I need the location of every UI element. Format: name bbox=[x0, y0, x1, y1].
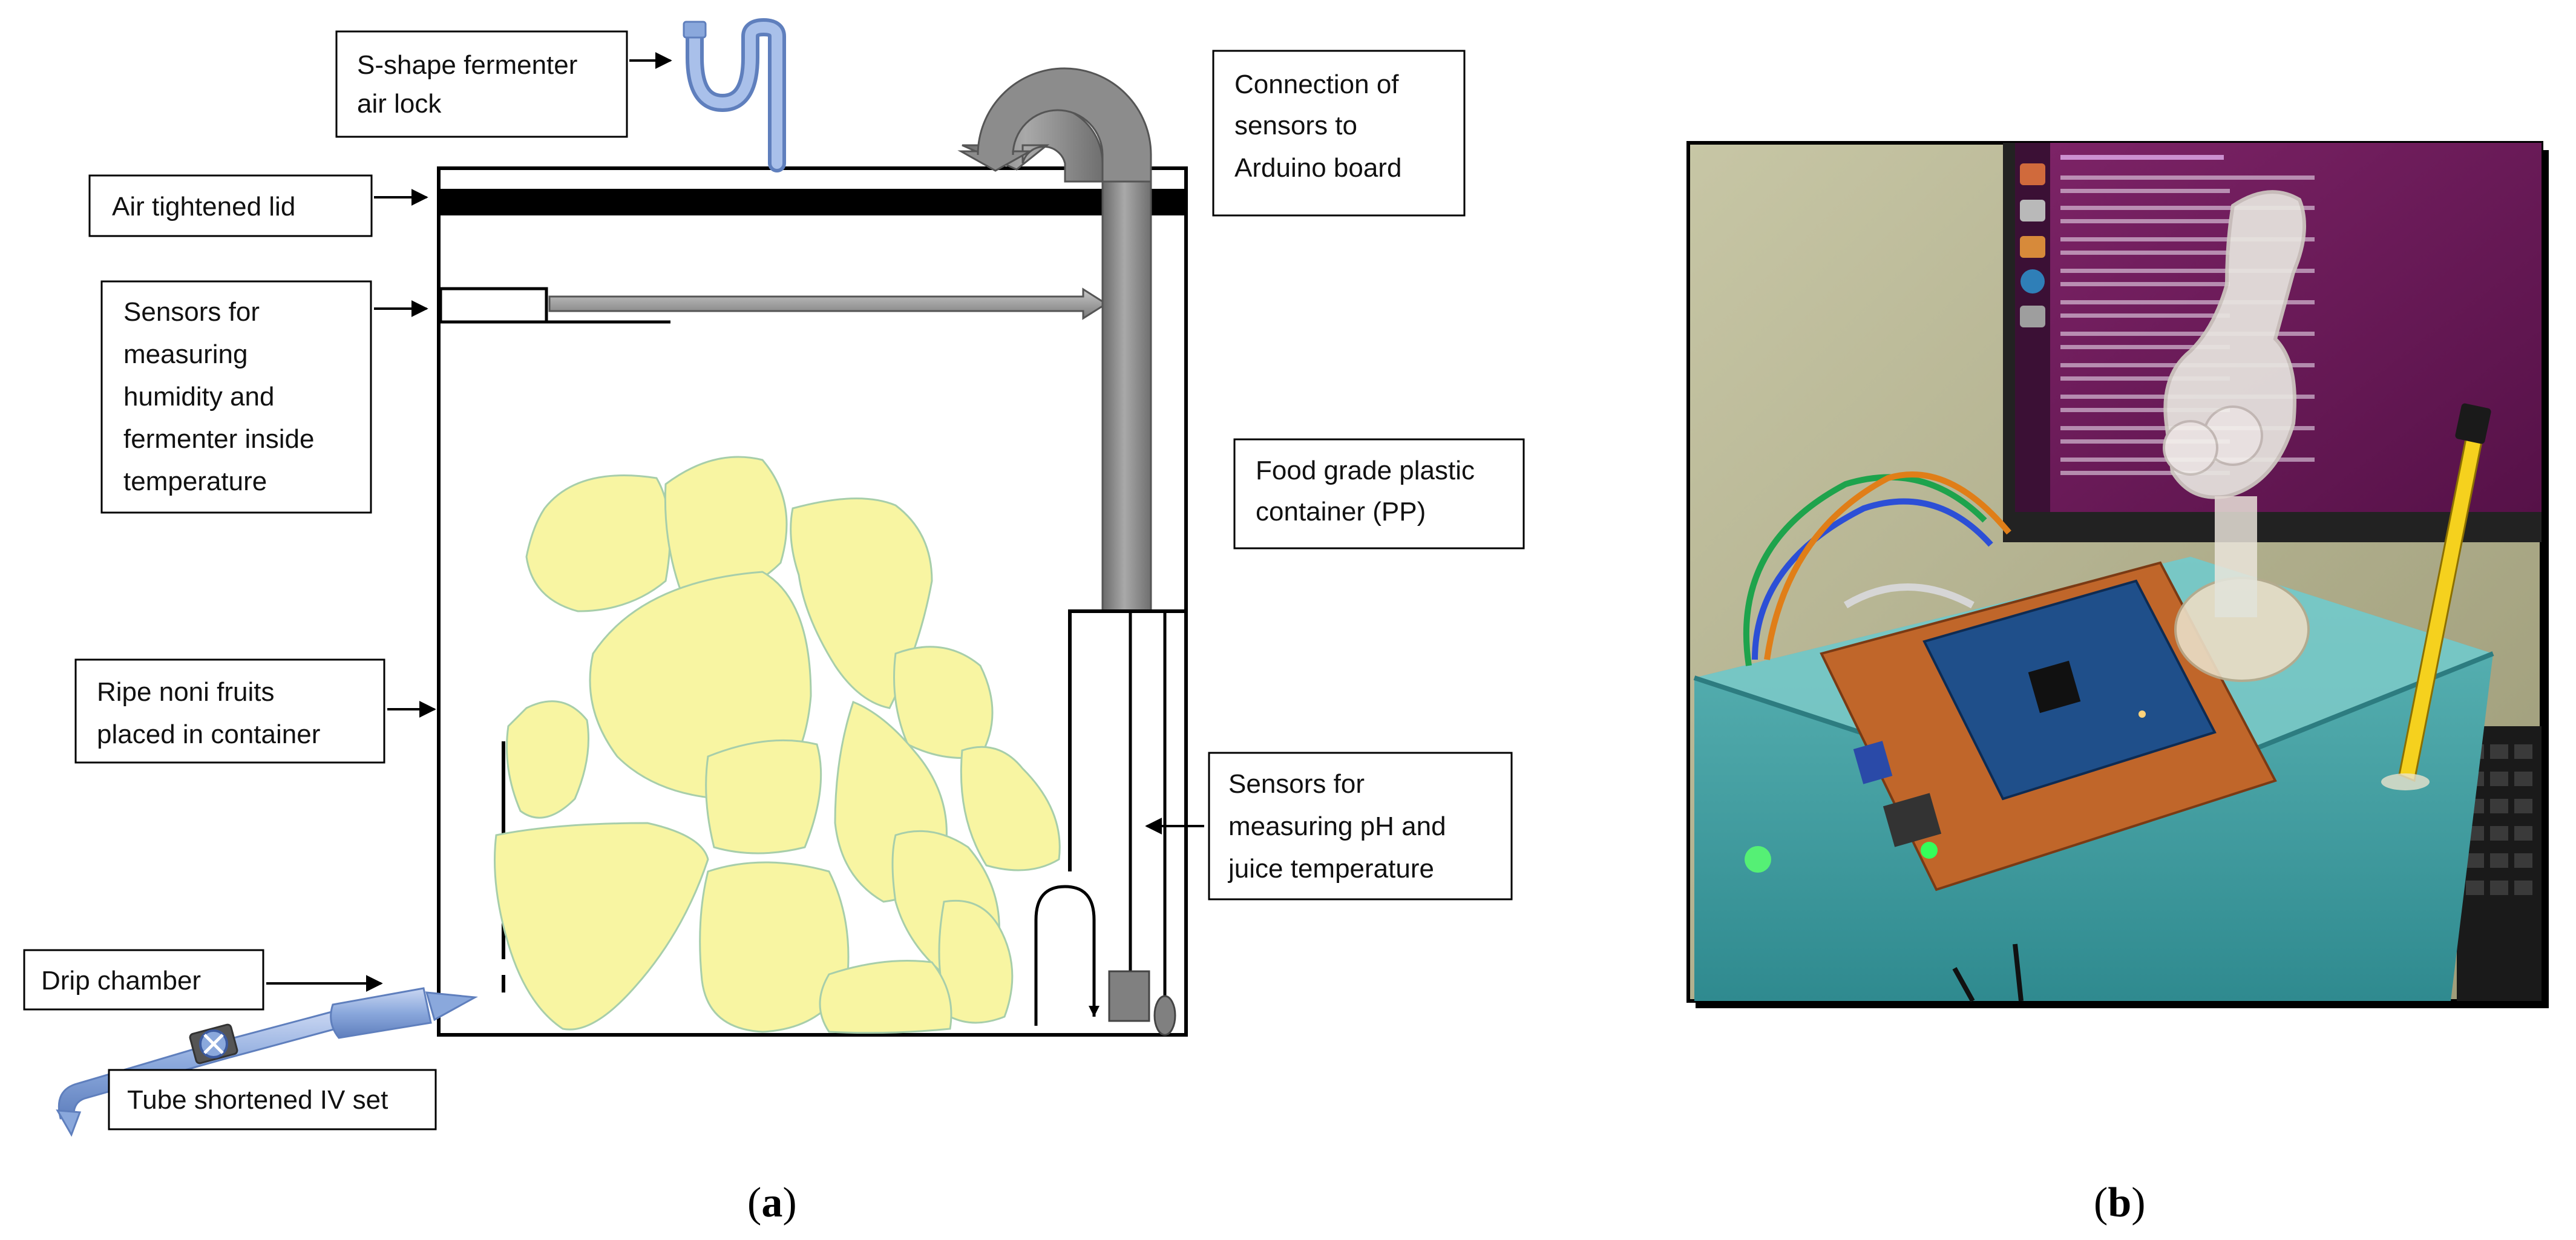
drip-text: Drip chamber bbox=[41, 966, 201, 996]
fruits-line-1: Ripe noni fruits bbox=[97, 677, 274, 707]
tube-text: Tube shortened IV set bbox=[127, 1085, 388, 1115]
airlock-line-2: air lock bbox=[357, 89, 442, 119]
label-ph-sensors: Sensors for measuring pH and juice tempe… bbox=[1208, 752, 1513, 900]
connection-line-1: Connection of bbox=[1234, 70, 1399, 99]
svg-text:Food grade plastic: Food grade plastic bbox=[1256, 456, 1475, 485]
humidity-line-1: Sensors for bbox=[123, 297, 260, 327]
label-connection: Connection of sensors to Arduino board bbox=[1212, 50, 1466, 217]
svg-text:placed in container: placed in container bbox=[97, 720, 320, 749]
photo-airlock bbox=[2163, 190, 2310, 682]
label-fruits: Ripe noni fruits placed in container bbox=[74, 658, 385, 764]
panel-b: (b) bbox=[1686, 141, 2549, 1226]
svg-text:container (PP): container (PP) bbox=[1256, 497, 1426, 527]
label-tube: Tube shortened IV set bbox=[108, 1069, 437, 1130]
humidity-line-5: temperature bbox=[123, 467, 267, 496]
ph-sensor-assembly bbox=[1034, 609, 1186, 1036]
label-container: Food grade plastic container (PP) bbox=[1233, 438, 1525, 549]
svg-text:Ripe noni fruits: Ripe noni fruits bbox=[97, 677, 274, 707]
svg-text:Sensors for: Sensors for bbox=[123, 297, 260, 327]
caption-a-letter: a bbox=[761, 1179, 782, 1226]
plastic-container bbox=[437, 166, 1188, 1037]
svg-text:air lock: air lock bbox=[357, 89, 442, 119]
photo-probe bbox=[2381, 403, 2491, 790]
connection-arrow bbox=[957, 67, 1152, 183]
lid-text: Air tightened lid bbox=[112, 192, 295, 221]
svg-text:Sensors for: Sensors for bbox=[1228, 769, 1365, 799]
connection-line-2: sensors to bbox=[1234, 111, 1357, 140]
label-lid: Air tightened lid bbox=[88, 174, 373, 237]
svg-text:measuring: measuring bbox=[123, 340, 247, 369]
caption-b-close: ) bbox=[2131, 1179, 2145, 1226]
humidity-line-4: fermenter inside bbox=[123, 424, 314, 454]
svg-text:S-shape fermenter: S-shape fermenter bbox=[357, 50, 577, 80]
airlock-line-1: S-shape fermenter bbox=[357, 50, 577, 80]
photo-fermenter-setup bbox=[1686, 141, 2543, 1003]
container-line-1: Food grade plastic bbox=[1256, 456, 1475, 485]
airlock-icon bbox=[683, 18, 786, 172]
humidity-line-2: measuring bbox=[123, 340, 247, 369]
caption-b-open: ( bbox=[2094, 1179, 2108, 1226]
label-airlock: S-shape fermenter air lock bbox=[335, 30, 628, 138]
caption-a-close: ) bbox=[782, 1179, 796, 1226]
svg-text:measuring pH and: measuring pH and bbox=[1228, 812, 1446, 841]
svg-text:humidity and: humidity and bbox=[123, 382, 274, 412]
caption-a-open: ( bbox=[747, 1179, 761, 1226]
caption-b-letter: b bbox=[2108, 1179, 2131, 1226]
ph-line-1: Sensors for bbox=[1228, 769, 1365, 799]
svg-text:sensors to: sensors to bbox=[1234, 111, 1357, 140]
svg-text:juice temperature: juice temperature bbox=[1227, 854, 1434, 884]
noni-fruits bbox=[494, 456, 1061, 1034]
panel-a: S-shape fermenter air lock Air tightened… bbox=[23, 18, 1525, 1226]
label-drip: Drip chamber bbox=[23, 949, 264, 1011]
humidity-line-3: humidity and bbox=[123, 382, 274, 412]
ph-line-2: measuring pH and bbox=[1228, 812, 1446, 841]
caption-a: (a) bbox=[747, 1179, 797, 1226]
connection-line-3: Arduino board bbox=[1234, 153, 1401, 183]
svg-text:Connection of: Connection of bbox=[1234, 70, 1399, 99]
label-humidity-sensors: Sensors for measuring humidity and ferme… bbox=[100, 280, 372, 514]
svg-text:Arduino board: Arduino board bbox=[1234, 153, 1401, 183]
container-line-2: container (PP) bbox=[1256, 497, 1426, 527]
connection-pipe bbox=[962, 104, 1152, 612]
humidity-sensor bbox=[439, 287, 1108, 324]
caption-b: (b) bbox=[2094, 1179, 2146, 1226]
svg-text:fermenter inside: fermenter inside bbox=[123, 424, 314, 454]
ph-line-3: juice temperature bbox=[1227, 854, 1434, 884]
drip-chamber bbox=[56, 987, 478, 1137]
svg-text:temperature: temperature bbox=[123, 467, 267, 496]
fruits-line-2: placed in container bbox=[97, 720, 320, 749]
container-lid bbox=[439, 189, 1186, 215]
